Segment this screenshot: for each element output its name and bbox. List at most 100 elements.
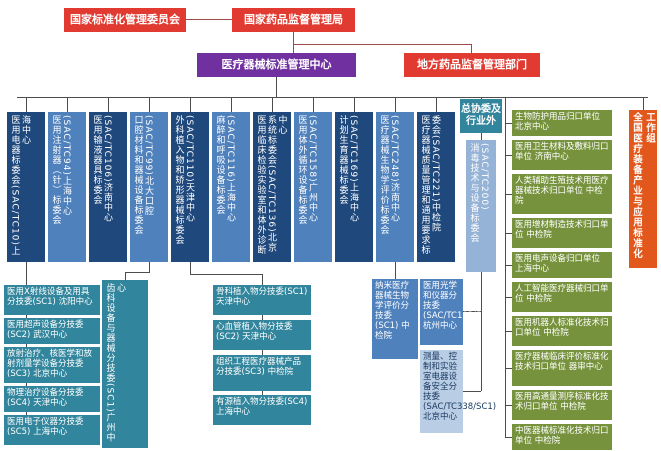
committee-box-tc158: 医用体外循环设备标委会(SAC/TC158)广州中心 <box>294 112 332 262</box>
committee-code: (SAC/TC94) <box>61 115 71 176</box>
subcommittee-center: 北京中心 <box>423 412 458 422</box>
committee-name: 医疗器械质量管理和通用要求标委会 <box>419 115 441 255</box>
committee-center: 北京中心 <box>266 115 287 253</box>
committee-name: 麻醉和呼吸设备标委会 <box>214 115 225 215</box>
connector-line <box>125 272 150 273</box>
connector-line <box>505 437 513 438</box>
subcommittee-center: 天津中心 <box>33 398 68 408</box>
connector-line <box>505 123 513 124</box>
committee-center: 上海中心 <box>61 175 71 216</box>
subcommittee-name: 医用X射线设备及用具分技委(SC1) <box>7 287 90 307</box>
guikou-unit-box: 人类辅助生殖技术用医疗器械技术归口单位 中检院 <box>512 174 612 214</box>
subcommittee-center: 中检院 <box>267 367 294 377</box>
subcommittee-name: 齿科设备与器械分技委(SC1) <box>104 283 115 413</box>
connector-line <box>67 97 68 112</box>
committee-name: 医用体外循环设备标委会 <box>296 115 307 225</box>
guikou-center: 器审中心 <box>568 362 603 372</box>
node-local-authority: 地方药品监督管理部门 <box>404 53 540 77</box>
committee-code: (SAC/TC110) <box>184 115 194 183</box>
committee-center: 广州中心 <box>307 182 317 223</box>
committee-box-tc116: 麻醉和呼吸设备标委会(SAC/TC116)上海中心 <box>212 112 250 262</box>
subcommittee-code: (SAC/TC103/SC1) <box>423 311 497 321</box>
committee-code: (SAC/TC221) <box>430 135 440 203</box>
subcommittee-name: 物理治疗设备分技委(SC4) <box>7 388 84 408</box>
guikou-unit-box: 医用机器人标准化技术归口单位 中检院 <box>512 316 612 346</box>
guikou-name: 医用高通量测序标准化技术归口单位 <box>515 392 609 412</box>
committee-center: 济南中心 <box>102 182 112 223</box>
connector-line <box>293 44 472 45</box>
connector-line <box>436 97 437 112</box>
committee-name: 医用临床检验实验室和体外诊断系统标委会 <box>255 115 277 255</box>
subcommittee-center: 武汉中心 <box>33 330 68 340</box>
connector-line <box>395 262 396 279</box>
guikou-name: 医疗器械临床评价标准化技术归口单位 <box>515 352 609 372</box>
connector-line <box>149 262 150 272</box>
subcommittee-center: 上海中心 <box>216 407 251 417</box>
guikou-name: 人类辅助生殖技术用医疗器械技术归口单位 <box>515 176 609 196</box>
committee-name: 医用注射器（针）标委会 <box>50 115 61 225</box>
subcommittee-center: 中检院 <box>375 321 410 341</box>
committee-center: 上海中心 <box>348 182 358 223</box>
subcommittee-center: 北京中心 <box>33 369 68 379</box>
committee-center: 上海中心 <box>9 115 31 256</box>
connector-line <box>505 233 513 234</box>
connector-line <box>149 97 150 112</box>
guikou-center: 中检院 <box>534 436 561 446</box>
committee-center: 北大口腔 <box>143 175 153 216</box>
connector-line <box>505 194 513 195</box>
guikou-name: 医用卫生材料及敷料归口单位 <box>515 142 609 162</box>
committee-center: 济南中心 <box>389 182 399 223</box>
connector-line <box>293 32 294 53</box>
committee-box-tc94: 医用注射器（针）标委会(SAC/TC94)上海中心 <box>48 112 86 262</box>
node-nmpa: 国家药品监督管理局 <box>232 8 355 32</box>
connector-line <box>505 368 513 369</box>
subcommittee-center: 天津中心 <box>242 332 277 342</box>
connector-line <box>313 97 314 112</box>
subcommittee-name: 骨科植入物分技委(SC1) <box>216 287 308 297</box>
connector-line <box>395 97 396 112</box>
guikou-unit-box: 医用电声设备归口单位 上海中心 <box>512 252 612 278</box>
committee-box-tc110: 外科植入物和矫形器械标委会(SAC/TC110)天津中心 <box>171 112 209 262</box>
guikou-center: 中检院 <box>526 230 552 240</box>
connector-line <box>463 391 481 392</box>
subcommittee-center: 沈阳中心 <box>58 297 93 307</box>
connector-line <box>26 262 27 430</box>
guikou-center: 济南中心 <box>534 152 569 162</box>
connector-line <box>125 272 126 280</box>
connector-line <box>643 97 644 110</box>
subcommittee-center: 杭州中心 <box>423 321 458 331</box>
subcommittee-name: 医用电子仪器分技委(SC5) <box>7 417 84 437</box>
subcommittee-box-tc110-sc4: 有源植入物分技委(SC4) 上海中心 <box>213 395 311 425</box>
subcommittee-box-tc103-sc1: 医用光学和仪器分技委(SAC/TC103/SC1) 杭州中心 <box>420 279 496 345</box>
committee-code: (SAC/TC106) <box>102 115 112 183</box>
guikou-name: 医用增材制造技术归口单位 <box>515 220 609 240</box>
connector-line <box>231 97 232 112</box>
guikou-center: 上海中心 <box>515 264 550 274</box>
committee-name: 医疗器械生物学评价标委会 <box>378 115 389 235</box>
committee-code: (SAC/TC10) <box>9 185 20 246</box>
connector-line <box>185 19 233 20</box>
committee-box-tc106: 医用输液器具标委会(SAC/TC106)济南中心 <box>89 112 127 262</box>
subcommittee-name: 医用超声设备分技委(SC2) <box>7 320 84 340</box>
committee-code: (SAC/TC136) <box>266 165 276 233</box>
connector-line <box>481 97 482 100</box>
guikou-name: 医用机器人标准化技术归口单位 <box>515 318 609 338</box>
subcommittee-box-tc248-sc1: 纳米医疗器械生物学评价分技委(SC1) 中检院 <box>372 279 418 359</box>
guikou-center: 中检院 <box>543 328 569 338</box>
subcommittee-name: 组织工程医疗器械产品分技委(SC3) <box>216 357 302 377</box>
guikou-name: 人工智能医疗器械归口单位 <box>515 284 609 304</box>
guikou-center: 北京中心 <box>515 122 550 132</box>
connector-line <box>505 331 513 332</box>
subcommittee-center: 广州中心 <box>104 283 126 443</box>
connector-line <box>481 272 482 391</box>
subcommittee-code: (SAC/TC338/SC1) <box>423 402 497 412</box>
committee-name: 外科植入物和矫形器械标委会 <box>173 115 184 245</box>
subcommittee-center: 上海中心 <box>33 427 68 437</box>
committee-center: 天津中心 <box>184 182 194 223</box>
subcommittee-box-tc10-sc4: 物理治疗设备分技委(SC4) 天津中心 <box>4 386 100 412</box>
guikou-center: 中检院 <box>560 402 586 412</box>
committee-code: (SAC/TC99) <box>143 115 153 176</box>
subcommittee-box-tc110-sc1: 骨科植入物分技委(SC1) 天津中心 <box>213 285 311 315</box>
subcommittee-box-tc110-sc2: 心血管植入物分技委(SC2) 天津中心 <box>213 320 311 350</box>
